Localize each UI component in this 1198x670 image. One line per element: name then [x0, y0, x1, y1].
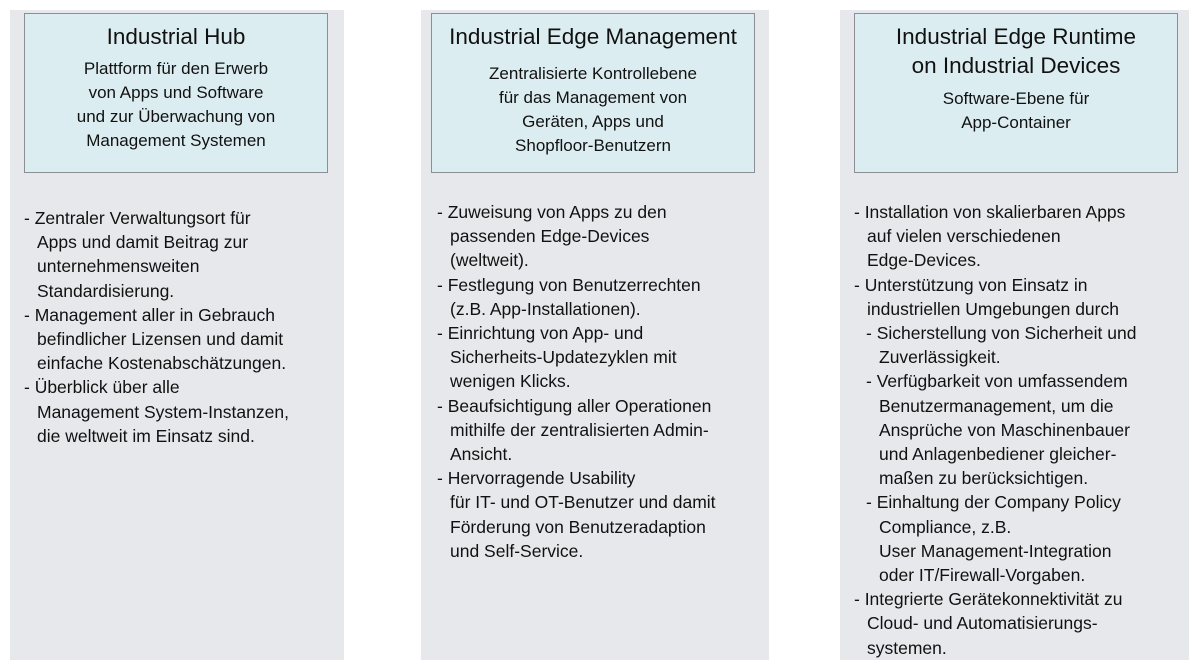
column-industrial-edge-runtime: Industrial Edge Runtime on Industrial De… — [840, 10, 1189, 660]
column-title: Industrial Edge Management — [449, 24, 737, 49]
header-box: Industrial Edge Management Zentralisiert… — [431, 13, 755, 173]
column-title: Industrial Edge Runtime on Industrial De… — [895, 24, 1137, 78]
header-box: Industrial Edge Runtime on Industrial De… — [854, 13, 1178, 173]
feature-list: - Zuweisung von Apps zu den passenden Ed… — [437, 200, 767, 563]
list-item: - Zuweisung von Apps zu den passenden Ed… — [437, 202, 667, 271]
list-item: - Einrichtung von App- und Sicherheits-U… — [437, 323, 677, 392]
nested-list-item: - Sicherstellung von Sicherheit und Zuve… — [866, 323, 1137, 368]
list-item: - Installation von skalierbaren Apps auf… — [854, 202, 1126, 271]
feature-list: - Zentraler Verwaltungsort für Apps und … — [24, 206, 340, 448]
feature-list: - Installation von skalierbaren Apps auf… — [854, 200, 1188, 660]
list-item: - Integrierte Gerätekonnektivität zu Clo… — [854, 589, 1123, 658]
column-subtitle: Software-Ebene für App-Container — [942, 89, 1090, 132]
list-item: - Überblick über alle Management System-… — [24, 377, 289, 446]
nested-list-item: - Verfügbarkeit von umfassendem Benutzer… — [866, 371, 1130, 489]
column-subtitle: Plattform für den Erwerb von Apps und So… — [76, 59, 276, 150]
list-item: - Hervorragende Usability für IT- und OT… — [437, 468, 716, 561]
list-item: - Zentraler Verwaltungsort für Apps und … — [24, 208, 251, 301]
nested-list-item: - Einhaltung der Company Policy Complian… — [866, 492, 1121, 586]
column-title: Industrial Hub — [106, 24, 246, 49]
column-industrial-hub: Industrial Hub Plattform für den Erwerb … — [10, 10, 344, 660]
column-subtitle: Zentralisierte Kontrollebene für das Man… — [489, 64, 697, 155]
list-item: - Unterstützung von Einsatz in industrie… — [854, 274, 1119, 319]
list-item: - Festlegung von Benutzerrechten (z.B. A… — [437, 274, 701, 319]
column-industrial-edge-management: Industrial Edge Management Zentralisiert… — [421, 10, 769, 660]
list-item: - Management aller in Gebrauch befindlic… — [24, 304, 287, 374]
header-box: Industrial Hub Plattform für den Erwerb … — [24, 13, 328, 173]
list-item: - Beaufsichtigung aller Operationen mith… — [437, 395, 712, 465]
